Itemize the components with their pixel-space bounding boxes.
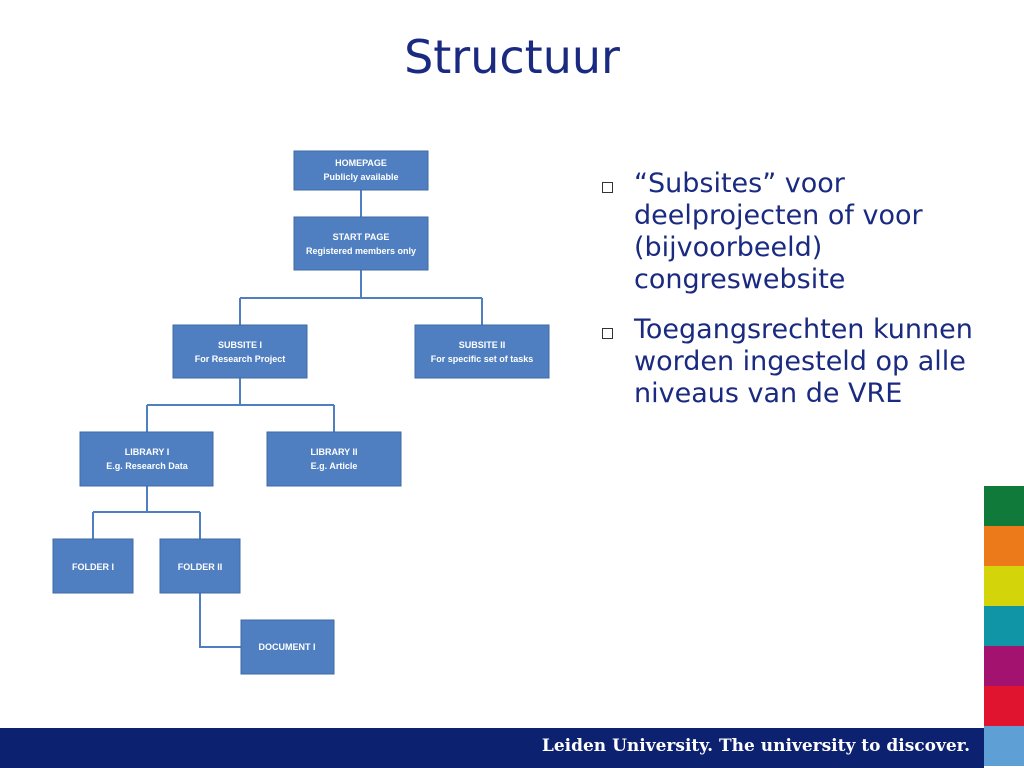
square-bullet-icon [602, 182, 613, 193]
node-homepage: HOMEPAGE Publicly available [293, 150, 429, 191]
bullet-text: Toegangsrechten kunnen worden ingesteld … [634, 314, 973, 409]
node-start-page: START PAGE Registered members only [293, 216, 429, 271]
color-block-magenta [984, 646, 1024, 686]
connector-start-subsites [239, 270, 483, 325]
node-library-1: LIBRARY I E.g. Research Data [79, 431, 214, 487]
node-subsite-1-title: SUBSITE I [218, 340, 262, 350]
node-subsite-2-subtitle: For specific set of tasks [431, 354, 534, 364]
node-subsite-2-title: SUBSITE II [459, 340, 506, 350]
node-folder-1: FOLDER I [52, 538, 134, 594]
node-folder-2: FOLDER II [159, 538, 241, 594]
color-block-orange [984, 526, 1024, 566]
node-document-1-title: DOCUMENT I [259, 642, 316, 652]
node-homepage-subtitle: Publicly available [323, 172, 398, 182]
node-homepage-title: HOMEPAGE [335, 158, 387, 168]
bullet-item-access-rights: Toegangsrechten kunnen worden ingesteld … [596, 314, 976, 410]
node-library-2-title: LIBRARY II [310, 447, 357, 457]
square-bullet-icon [602, 328, 613, 339]
connector-subsite-libraries [146, 378, 335, 432]
bullet-list: “Subsites” voor deelprojecten of voor (b… [596, 168, 976, 428]
bullet-text: “Subsites” voor deelprojecten of voor (b… [634, 168, 923, 295]
diagram-connectors [92, 190, 483, 648]
node-subsite-2: SUBSITE II For specific set of tasks [414, 324, 550, 379]
node-folder-1-title: FOLDER I [72, 562, 114, 572]
node-subsite-1-subtitle: For Research Project [195, 354, 286, 364]
node-start-page-title: START PAGE [333, 232, 390, 242]
footer-tagline: Leiden University. The university to dis… [541, 736, 970, 756]
brand-color-strip [984, 486, 1024, 766]
bullet-item-subsites: “Subsites” voor deelprojecten of voor (b… [596, 168, 976, 296]
node-library-1-title: LIBRARY I [125, 447, 170, 457]
color-block-teal [984, 606, 1024, 646]
node-library-2: LIBRARY II E.g. Article [266, 431, 402, 487]
node-folder-2-title: FOLDER II [178, 562, 223, 572]
node-start-page-subtitle: Registered members only [306, 246, 416, 256]
node-document-1: DOCUMENT I [240, 619, 335, 675]
footer-bar: Leiden University. The university to dis… [0, 728, 984, 768]
connector-library-folders [92, 486, 201, 539]
connector-folder-document [199, 593, 241, 648]
color-block-yellow [984, 566, 1024, 606]
node-subsite-1: SUBSITE I For Research Project [172, 324, 308, 379]
color-block-light-blue [984, 726, 1024, 766]
color-block-green [984, 486, 1024, 526]
node-library-1-subtitle: E.g. Research Data [106, 461, 189, 471]
node-library-2-subtitle: E.g. Article [311, 461, 358, 471]
slide-title: Structuur [404, 30, 620, 84]
color-block-red [984, 686, 1024, 726]
